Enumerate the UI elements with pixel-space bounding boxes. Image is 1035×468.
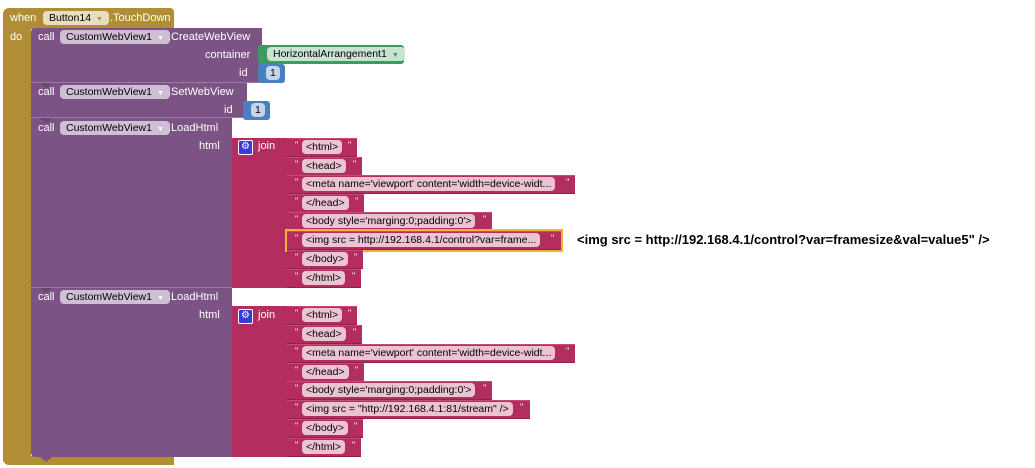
- method-name: .LoadHtml: [168, 122, 219, 134]
- text-field[interactable]: </head>: [302, 365, 349, 379]
- method-name: .LoadHtml: [168, 291, 219, 303]
- open-quote-icon: ": [295, 308, 299, 318]
- text-field[interactable]: <body style='marging:0;padding:0'>: [302, 383, 476, 397]
- join-block-1[interactable]: [232, 138, 288, 288]
- call-label: call: [38, 86, 55, 98]
- close-quote-icon: ": [520, 402, 524, 412]
- event-block-footer: [3, 456, 174, 465]
- close-quote-icon: ": [566, 346, 570, 356]
- call-block-loadhtml-1[interactable]: [31, 118, 232, 288]
- chevron-down-icon: ▼: [391, 52, 399, 59]
- text-field[interactable]: </html>: [302, 440, 346, 454]
- text-field[interactable]: <meta name='viewport' content='width=dev…: [302, 177, 556, 191]
- open-quote-icon: ": [295, 196, 299, 206]
- text-field[interactable]: <head>: [302, 159, 346, 173]
- close-quote-icon: ": [483, 383, 487, 393]
- text-field[interactable]: <body style='marging:0;padding:0'>: [302, 214, 476, 228]
- open-quote-icon: ": [295, 271, 299, 281]
- open-quote-icon: ": [295, 440, 299, 450]
- text-field[interactable]: <html>: [302, 308, 343, 322]
- event-name: .TouchDown: [110, 12, 171, 24]
- component-dropdown-button14[interactable]: Button14▼: [43, 11, 109, 25]
- chevron-down-icon: ▼: [156, 126, 164, 133]
- open-quote-icon: ": [295, 327, 299, 337]
- chevron-down-icon: ▼: [156, 90, 164, 97]
- annotation-text: <img src = http://192.168.4.1/control?va…: [577, 232, 990, 247]
- call-label: call: [38, 31, 55, 43]
- close-quote-icon: ": [353, 159, 357, 169]
- text-field-img-control[interactable]: <img src = http://192.168.4.1/control?va…: [302, 233, 541, 247]
- when-label: when: [10, 12, 37, 24]
- param-label-id: id: [224, 104, 233, 116]
- open-quote-icon: ": [295, 140, 299, 150]
- chevron-down-icon: ▼: [96, 16, 103, 23]
- param-label-id: id: [239, 67, 248, 79]
- gear-icon[interactable]: ⚙: [238, 309, 253, 324]
- join-label: join: [258, 140, 276, 152]
- open-quote-icon: ": [295, 177, 299, 187]
- component-dropdown-horizontalarrangement1[interactable]: HorizontalArrangement1▼: [267, 47, 405, 61]
- text-field[interactable]: </html>: [302, 271, 346, 285]
- text-field-img-stream[interactable]: <img src = "http://192.168.4.1:81/stream…: [302, 402, 513, 416]
- open-quote-icon: ": [295, 402, 299, 412]
- join-block-2[interactable]: [232, 306, 288, 457]
- call-block-loadhtml-2[interactable]: [31, 288, 232, 457]
- close-quote-icon: ": [352, 271, 356, 281]
- component-dropdown-customwebview1[interactable]: CustomWebView1▼: [60, 290, 170, 304]
- param-label-container: container: [205, 49, 251, 61]
- text-field[interactable]: </body>: [302, 421, 348, 435]
- gear-icon[interactable]: ⚙: [238, 140, 253, 155]
- call-label: call: [38, 122, 55, 134]
- component-dropdown-customwebview1[interactable]: CustomWebView1▼: [60, 121, 170, 135]
- close-quote-icon: ": [354, 421, 358, 431]
- block-notch-bottom: [40, 457, 52, 462]
- block-notch: [40, 118, 52, 123]
- text-field[interactable]: </head>: [302, 196, 349, 210]
- open-quote-icon: ": [295, 383, 299, 393]
- close-quote-icon: ": [355, 365, 359, 375]
- close-quote-icon: ": [348, 140, 352, 150]
- open-quote-icon: ": [295, 365, 299, 375]
- chevron-down-icon: ▼: [156, 295, 164, 302]
- open-quote-icon: ": [295, 233, 299, 243]
- open-quote-icon: ": [295, 159, 299, 169]
- open-quote-icon: ": [295, 346, 299, 356]
- method-name: .CreateWebView: [168, 31, 251, 43]
- close-quote-icon: ": [353, 327, 357, 337]
- block-notch: [40, 83, 52, 88]
- join-label: join: [258, 309, 276, 321]
- close-quote-icon: ": [352, 440, 356, 450]
- open-quote-icon: ": [295, 252, 299, 262]
- event-block-rail: [3, 28, 31, 461]
- method-name: .SetWebView: [168, 86, 234, 98]
- call-label: call: [38, 291, 55, 303]
- component-dropdown-customwebview1[interactable]: CustomWebView1▼: [60, 30, 170, 44]
- close-quote-icon: ": [566, 177, 570, 187]
- component-dropdown-customwebview1[interactable]: CustomWebView1▼: [60, 85, 170, 99]
- number-field-id[interactable]: 1: [266, 66, 280, 80]
- text-field[interactable]: <head>: [302, 327, 346, 341]
- block-notch: [40, 288, 52, 293]
- number-field-id[interactable]: 1: [251, 103, 265, 117]
- text-field[interactable]: <html>: [302, 140, 343, 154]
- text-field[interactable]: </body>: [302, 252, 348, 266]
- do-label: do: [10, 31, 23, 43]
- open-quote-icon: ": [295, 214, 299, 224]
- param-label-html: html: [199, 309, 220, 321]
- open-quote-icon: ": [295, 421, 299, 431]
- close-quote-icon: ": [354, 252, 358, 262]
- chevron-down-icon: ▼: [156, 35, 164, 42]
- text-field[interactable]: <meta name='viewport' content='width=dev…: [302, 346, 556, 360]
- close-quote-icon: ": [551, 233, 555, 243]
- close-quote-icon: ": [483, 214, 487, 224]
- close-quote-icon: ": [348, 308, 352, 318]
- param-label-html: html: [199, 140, 220, 152]
- close-quote-icon: ": [355, 196, 359, 206]
